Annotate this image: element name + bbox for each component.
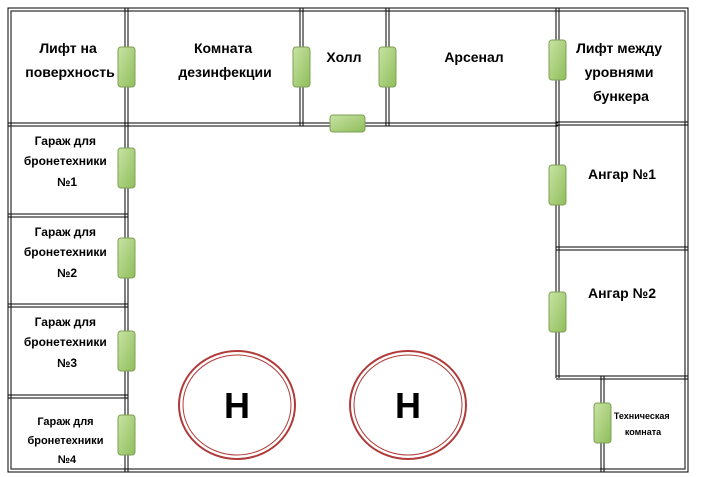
door-garage-4[interactable] <box>117 414 136 456</box>
room-labels: Лифт на поверхность Комната дезинфекции … <box>24 40 672 466</box>
helipad-1-letter: H <box>224 385 250 426</box>
room-label-hall: Холл <box>326 49 361 65</box>
room-label-surface-lift: Лифт на поверхность <box>25 40 115 80</box>
door-garage-3[interactable] <box>117 330 136 372</box>
helipad-2-letter: H <box>395 385 421 426</box>
helipad-1[interactable]: H <box>178 350 296 460</box>
room-label-hangar-1: Ангар №1 <box>588 166 656 182</box>
room-label-level-lift: Лифт между уровнями бункера <box>576 40 666 104</box>
room-label-arsenal: Арсенал <box>444 49 503 65</box>
door-hall-arsenal[interactable] <box>378 46 397 88</box>
room-label-garage-2: Гараж для бронетехники №2 <box>24 225 110 280</box>
room-label-garage-3: Гараж для бронетехники №3 <box>24 315 110 370</box>
door-hall-south[interactable] <box>329 114 366 133</box>
helipads: H H <box>178 350 467 460</box>
door-hangar-1[interactable] <box>548 164 567 206</box>
helipad-2[interactable]: H <box>349 350 467 460</box>
door-garage-1[interactable] <box>117 147 136 189</box>
room-label-tech-room: Техническая комната <box>614 411 672 437</box>
door-surface-lift[interactable] <box>117 46 136 88</box>
door-level-lift[interactable] <box>548 39 567 81</box>
door-garage-2[interactable] <box>117 237 136 279</box>
door-decon-room[interactable] <box>292 46 311 88</box>
door-tech-room[interactable] <box>593 402 612 444</box>
doors <box>117 39 612 456</box>
room-label-garage-1: Гараж для бронетехники №1 <box>24 134 110 189</box>
room-label-decon-room: Комната дезинфекции <box>178 40 271 80</box>
room-label-hangar-2: Ангар №2 <box>588 285 656 301</box>
door-hangar-2[interactable] <box>548 291 567 333</box>
room-label-garage-4: Гараж для бронетехники №4 <box>27 416 106 466</box>
